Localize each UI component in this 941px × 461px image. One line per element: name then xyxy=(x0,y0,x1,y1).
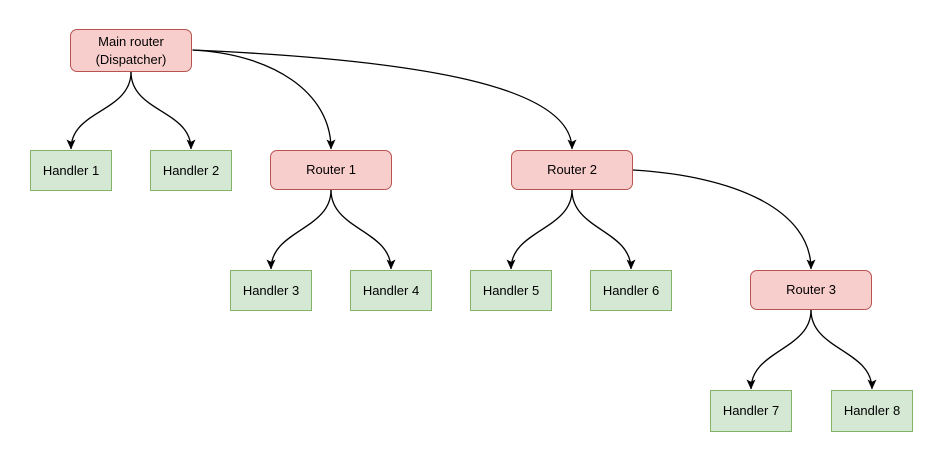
node-handler-1: Handler 1 xyxy=(30,150,112,191)
node-handler-1-label: Handler 1 xyxy=(42,162,100,178)
node-handler-6-label: Handler 6 xyxy=(602,282,660,298)
node-router-1-label: Router 1 xyxy=(306,162,356,177)
node-handler-6: Handler 6 xyxy=(590,270,672,311)
node-main-router: Main router (Dispatcher) xyxy=(70,29,192,72)
node-router-1: Router 1 xyxy=(270,150,392,190)
edge-main-router-to-handler-1 xyxy=(66,71,132,150)
node-handler-8: Handler 8 xyxy=(831,390,913,432)
node-main-router-label: Main router (Dispatcher) xyxy=(95,33,167,67)
node-handler-7-label: Handler 7 xyxy=(722,403,780,418)
node-handler-8-label: Handler 8 xyxy=(843,403,901,418)
node-router-2-label: Router 2 xyxy=(547,162,597,177)
node-handler-4-label: Handler 4 xyxy=(362,282,420,298)
edge-router-3-to-handler-8 xyxy=(810,309,877,390)
edge-main-router-to-router-2 xyxy=(192,49,577,150)
node-handler-2: Handler 2 xyxy=(150,150,232,191)
edge-router-1-to-handler-4 xyxy=(330,189,396,270)
node-router-3-label: Router 3 xyxy=(786,282,836,297)
node-router-3: Router 3 xyxy=(750,270,872,310)
edge-router-3-to-handler-7 xyxy=(746,309,812,390)
node-router-2: Router 2 xyxy=(511,150,633,190)
node-handler-4: Handler 4 xyxy=(350,270,432,311)
node-handler-7: Handler 7 xyxy=(710,390,792,432)
node-handler-3: Handler 3 xyxy=(230,270,312,311)
edge-router-2-to-handler-6 xyxy=(571,189,636,270)
edge-main-router-to-handler-2 xyxy=(130,71,196,150)
edge-main-router-to-router-1 xyxy=(192,49,336,150)
node-handler-5-label: Handler 5 xyxy=(482,282,540,298)
edge-router-2-to-handler-5 xyxy=(506,189,573,270)
edge-router-1-to-handler-3 xyxy=(266,189,332,270)
node-handler-5: Handler 5 xyxy=(470,270,552,311)
node-handler-2-label: Handler 2 xyxy=(162,162,220,178)
node-handler-3-label: Handler 3 xyxy=(242,282,300,298)
edge-router-2-to-router-3 xyxy=(632,169,816,270)
